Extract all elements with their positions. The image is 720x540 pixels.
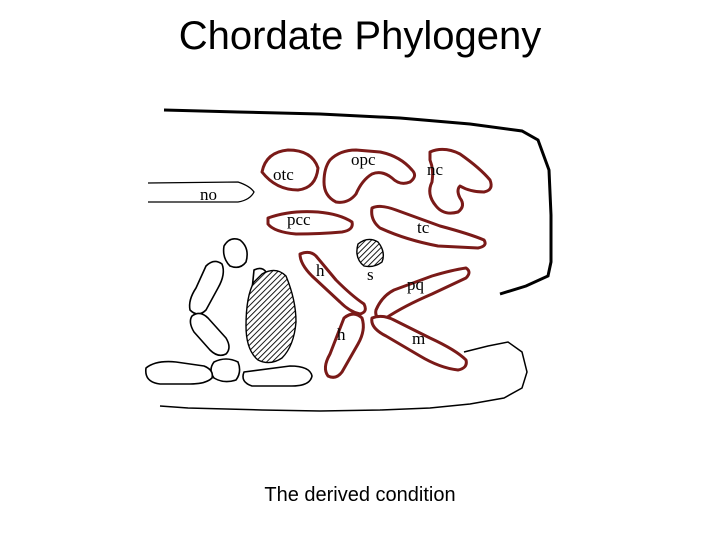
meckels-cartilage-m (370, 314, 468, 372)
notochord-shape (147, 181, 255, 203)
label-nc: nc (427, 160, 444, 179)
caption: The derived condition (264, 484, 456, 506)
hatched-arch-large (245, 269, 297, 364)
label-h-lower: h (337, 325, 346, 344)
label-otc: otc (273, 165, 294, 184)
prechordal-cartilage-pcc (266, 210, 354, 236)
otic-capsule-otc (260, 148, 320, 192)
label-tc: tc (417, 218, 430, 237)
ceratohyal-h-lower (323, 312, 365, 379)
left-basal-cartilage-1 (144, 360, 214, 385)
nasal-capsule-nc (428, 147, 493, 215)
slide-title: Chordate Phylogeny (178, 14, 542, 58)
optic-capsule-opc (322, 148, 417, 204)
trabecular-cartilage-tc (370, 204, 487, 250)
label-pq: pq (407, 275, 425, 294)
label-h-upper: h (316, 261, 325, 280)
label-no: no (200, 185, 217, 204)
hyomandibular-h-upper (298, 250, 367, 316)
label-opc: opc (351, 150, 376, 169)
head-outline-top (163, 108, 553, 296)
left-gill-arch-2 (189, 312, 230, 357)
left-gill-arch-1 (188, 260, 225, 315)
label-m: m (412, 329, 425, 348)
left-basal-cartilage-2 (242, 365, 313, 387)
head-outline-bottom (159, 341, 528, 412)
hatched-stapes (356, 238, 385, 268)
left-gill-arch-3 (210, 358, 241, 383)
left-small-cartilage-1 (222, 238, 248, 269)
label-s: s (367, 265, 374, 284)
label-pcc: pcc (287, 210, 311, 229)
